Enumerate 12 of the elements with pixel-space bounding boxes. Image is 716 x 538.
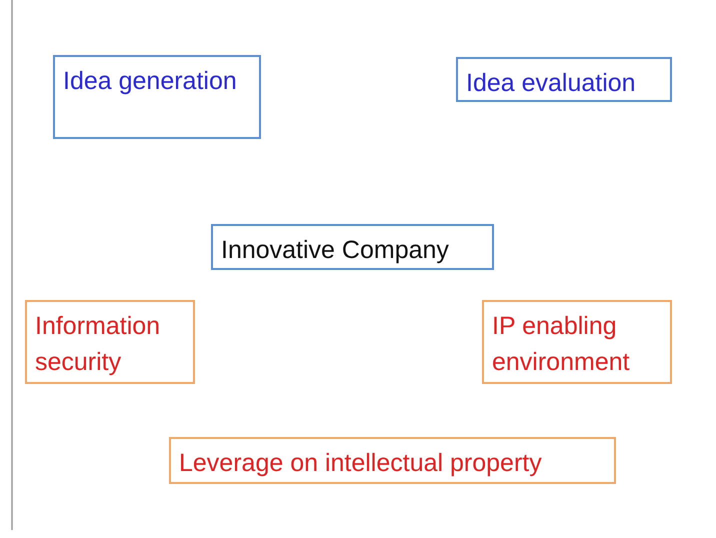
box-label: Leverage on intellectual property xyxy=(179,448,543,479)
box-label: Information security xyxy=(35,311,162,378)
box-label: IP enabling environment xyxy=(492,311,631,378)
box-label: Idea generation xyxy=(63,66,238,97)
text-box xyxy=(456,57,672,102)
text-box xyxy=(211,224,494,270)
text-box xyxy=(25,300,195,384)
text-box xyxy=(482,300,672,384)
text-box xyxy=(53,55,261,139)
box-label: Innovative Company xyxy=(221,235,450,266)
text-box xyxy=(169,437,616,484)
box-label: Idea evaluation xyxy=(466,68,637,99)
